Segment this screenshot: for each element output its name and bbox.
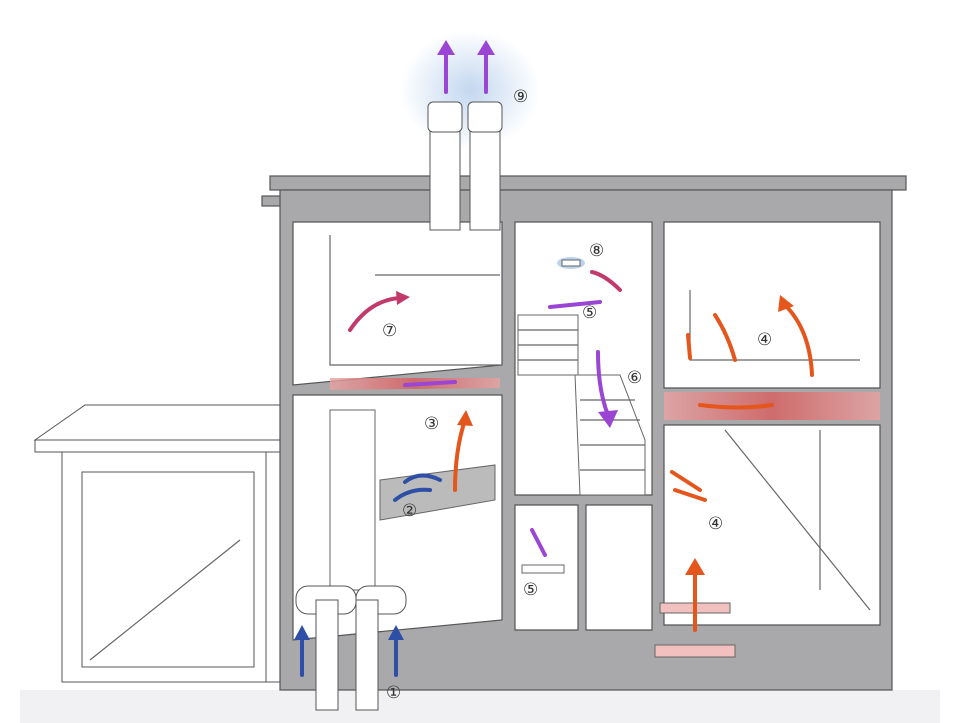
label-2: ② [402,501,417,521]
intake-pipes [295,585,407,711]
garage [33,404,317,683]
supply-arrow [393,473,442,502]
label-5-upper: ⑤ [582,303,597,323]
warm-air-arrow [670,295,814,632]
room-lower-right [663,424,881,626]
ground [20,690,940,723]
label-9: ⑨ [513,87,528,107]
label-6: ⑥ [627,368,642,388]
fresh-air-arrow [388,625,404,677]
label-1: ① [386,683,401,703]
label-4-upper: ④ [757,330,772,350]
warm-air-arrow [453,410,473,492]
label-8: ⑧ [589,241,604,261]
label-7: ⑦ [382,321,397,341]
label-3: ③ [424,414,439,434]
exhaust-arrow [437,40,455,94]
exhaust-arrow [477,40,495,94]
stairs [517,314,646,496]
label-4-lower: ④ [708,514,723,534]
bath-exhaust-arrow [590,270,622,292]
exhaust-stacks [427,101,503,231]
floor-grille [654,644,736,658]
number-labels: ⑨ ⑧ ⑦ ⑤ ④ ⑥ ③ ② ④ ⑤ ① [382,87,772,703]
room-upper-right [663,221,881,389]
floor-grille [521,564,565,574]
return-arrow [403,300,618,557]
room-lower-mid2 [585,504,653,631]
fresh-air-arrow [294,625,310,677]
airflow-arrows [294,40,814,677]
label-5-lower: ⑤ [523,580,538,600]
transfer-arrow [348,291,410,332]
